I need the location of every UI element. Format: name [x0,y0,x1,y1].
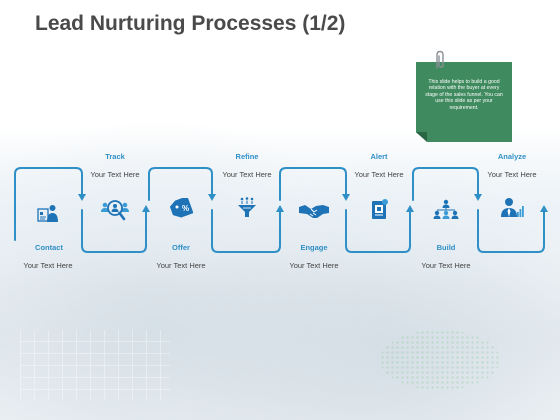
step-text-analyze: Your Text Here [487,170,537,179]
step-label-contact: Contact [35,243,63,252]
step-label-build: Build [436,243,456,252]
svg-text:%: % [182,204,189,213]
funnel-filter-icon [238,197,256,217]
step-label-analyze: Analyze [497,152,527,161]
step-text-contact: Your Text Here [23,261,73,270]
analyst-chart-icon [501,198,524,217]
paperclip-icon [436,50,444,69]
step-text-offer: Your Text Here [156,261,206,270]
background-keyboard [20,330,170,400]
sticky-note-fold [416,132,427,142]
price-tag-icon: % [169,198,193,218]
step-text-engage: Your Text Here [289,261,339,270]
background-dots [380,330,500,390]
contact-card-person-icon [37,205,58,222]
page-title: Lead Nurturing Processes (1/2) [35,12,346,35]
step-label-track: Track [105,152,125,161]
step-text-build: Your Text Here [421,261,471,270]
team-network-icon [433,199,459,219]
step-label-alert: Alert [370,152,388,161]
step-label-refine: Refine [235,152,259,161]
search-users-icon [101,200,129,221]
handshake-icon [299,205,329,218]
alert-document-icon [372,199,388,219]
step-text-alert: Your Text Here [354,170,404,179]
step-label-offer: Offer [172,243,190,252]
sticky-note: This slide helps to build a good relatio… [416,62,512,142]
step-text-track: Your Text Here [90,170,140,179]
step-text-refine: Your Text Here [222,170,272,179]
step-label-engage: Engage [300,243,328,252]
